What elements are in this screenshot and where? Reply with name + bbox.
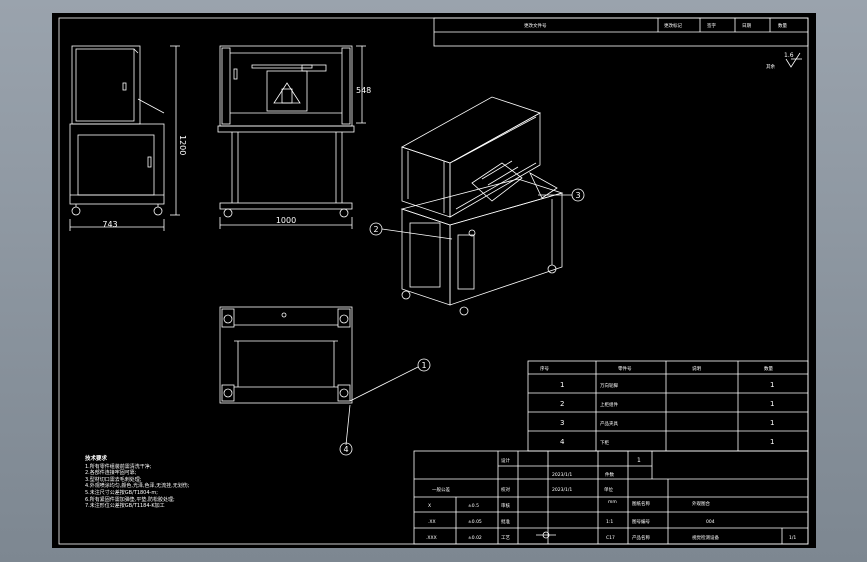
note-item: 1.所有零件组装前需清洗干净; bbox=[85, 463, 152, 470]
note-item: 5.未注尺寸公差按GB/T1804-m; bbox=[85, 489, 158, 496]
role-label: 审核 bbox=[501, 502, 510, 509]
role-label: 设计 bbox=[501, 457, 510, 464]
title-block bbox=[413, 450, 809, 545]
note-item: 6.所有紧固件需加弹垫,平垫,防松胶处理; bbox=[85, 496, 175, 503]
bom-row-qty: 1 bbox=[770, 400, 774, 408]
front-view bbox=[217, 45, 366, 229]
note-item: 4.外观喷涂均匀,颜色,光泽,色泽,无流挂,无划伤; bbox=[85, 483, 190, 490]
bom-row-no: 1 bbox=[560, 381, 564, 389]
bom-row-name: 上柜组件 bbox=[600, 401, 618, 408]
role-label: 工艺 bbox=[501, 535, 510, 541]
revision-cell-4: 日期 bbox=[742, 23, 751, 29]
revision-block: 更改文件号 更改标记 签字 日期 数量 bbox=[433, 17, 809, 47]
callout-4: 4 bbox=[343, 445, 348, 454]
roughness-label: 其余 bbox=[766, 63, 775, 70]
technical-notes: 技术要求 1.所有零件组装前需清洗干净; 2.各部件连接牢固可靠; 3.型材切口… bbox=[85, 456, 255, 510]
drawing-name: 外观图合 bbox=[692, 500, 710, 507]
tolerance-value: ±0.02 bbox=[468, 535, 482, 541]
drawing-name-label: 图纸名称 bbox=[632, 500, 650, 507]
scale-value: 1:1 bbox=[606, 519, 613, 525]
tolerance-range: .XX bbox=[428, 519, 436, 525]
bom-header-desc: 说明 bbox=[692, 365, 701, 372]
roughness-symbol: 1.6 其余 bbox=[766, 52, 802, 70]
unit-value: mm bbox=[608, 500, 617, 505]
note-item: 2.各部件连接牢固可靠; bbox=[85, 470, 137, 477]
bom-row-qty: 1 bbox=[770, 438, 774, 446]
sheet-number: 1/1 bbox=[789, 535, 796, 541]
bom-row-qty: 1 bbox=[770, 419, 774, 427]
drawing-number: 004 bbox=[706, 519, 715, 525]
bom-row-no: 2 bbox=[560, 400, 564, 408]
count-value: 1 bbox=[637, 457, 641, 464]
tolerance-value: ±0.5 bbox=[468, 503, 479, 509]
notes-title: 技术要求 bbox=[85, 456, 108, 462]
revision-cell-3: 签字 bbox=[707, 22, 716, 29]
tolerance-range: .XXX bbox=[426, 535, 437, 541]
drawing-no-label: 图号编号 bbox=[632, 518, 650, 525]
isometric-view bbox=[400, 96, 564, 316]
bom-row-name: 下柜 bbox=[600, 439, 609, 446]
drawing-sheet: 更改文件号 更改标记 签字 日期 数量 1.6 其余 1200 74 bbox=[52, 13, 816, 548]
date-value: 2023/1/1 bbox=[552, 472, 572, 478]
bom-header-part: 零件号 bbox=[618, 365, 632, 372]
cad-drawing: 更改文件号 更改标记 签字 日期 数量 1.6 其余 1200 74 bbox=[58, 17, 809, 545]
callout-1: 1 bbox=[421, 361, 426, 370]
tolerance-header: 一般公差 bbox=[432, 486, 450, 493]
bottom-view bbox=[219, 306, 353, 404]
bom-row-name: 万向轮脚 bbox=[600, 382, 618, 389]
dimension-side-width: 743 bbox=[102, 220, 117, 229]
callout-2: 2 bbox=[373, 225, 378, 234]
roughness-value: 1.6 bbox=[784, 52, 794, 59]
material-value: C17 bbox=[606, 535, 615, 541]
role-label: 校对 bbox=[501, 486, 510, 493]
note-item: 7.未注形位公差按GB/T1184-K加工 bbox=[85, 503, 165, 510]
revision-cell-5: 数量 bbox=[778, 22, 787, 29]
bom-row-no: 4 bbox=[560, 438, 565, 446]
note-item: 3.型材切口需去毛刺处理; bbox=[85, 476, 142, 483]
tolerance-range: X bbox=[428, 503, 431, 509]
unit-label: 单位 bbox=[604, 486, 613, 493]
count-label: 件数 bbox=[605, 471, 614, 478]
revision-cell-2: 更改标记 bbox=[664, 22, 682, 29]
bom-row-no: 3 bbox=[560, 419, 564, 427]
role-label: 批准 bbox=[501, 518, 510, 525]
dimension-upper-height: 548 bbox=[356, 86, 371, 95]
dimension-front-width: 1000 bbox=[276, 216, 296, 225]
bom-row-name: 产品夹具 bbox=[600, 420, 618, 427]
tolerance-value: ±0.05 bbox=[468, 519, 482, 525]
date-value: 2023/1/1 bbox=[552, 487, 572, 493]
bom-row-qty: 1 bbox=[770, 381, 774, 389]
bom-table bbox=[527, 360, 809, 452]
bom-header-no: 序号 bbox=[540, 365, 549, 372]
product-label: 产品名称 bbox=[632, 534, 650, 541]
side-view bbox=[69, 45, 180, 231]
callout-leaders bbox=[339, 188, 585, 456]
bom-header-qty: 数量 bbox=[764, 365, 773, 372]
revision-cell-1: 更改文件号 bbox=[524, 22, 547, 29]
product-name: 视觉检测设备 bbox=[692, 534, 719, 541]
callout-3: 3 bbox=[575, 191, 580, 200]
dimension-height-total: 1200 bbox=[178, 135, 187, 155]
